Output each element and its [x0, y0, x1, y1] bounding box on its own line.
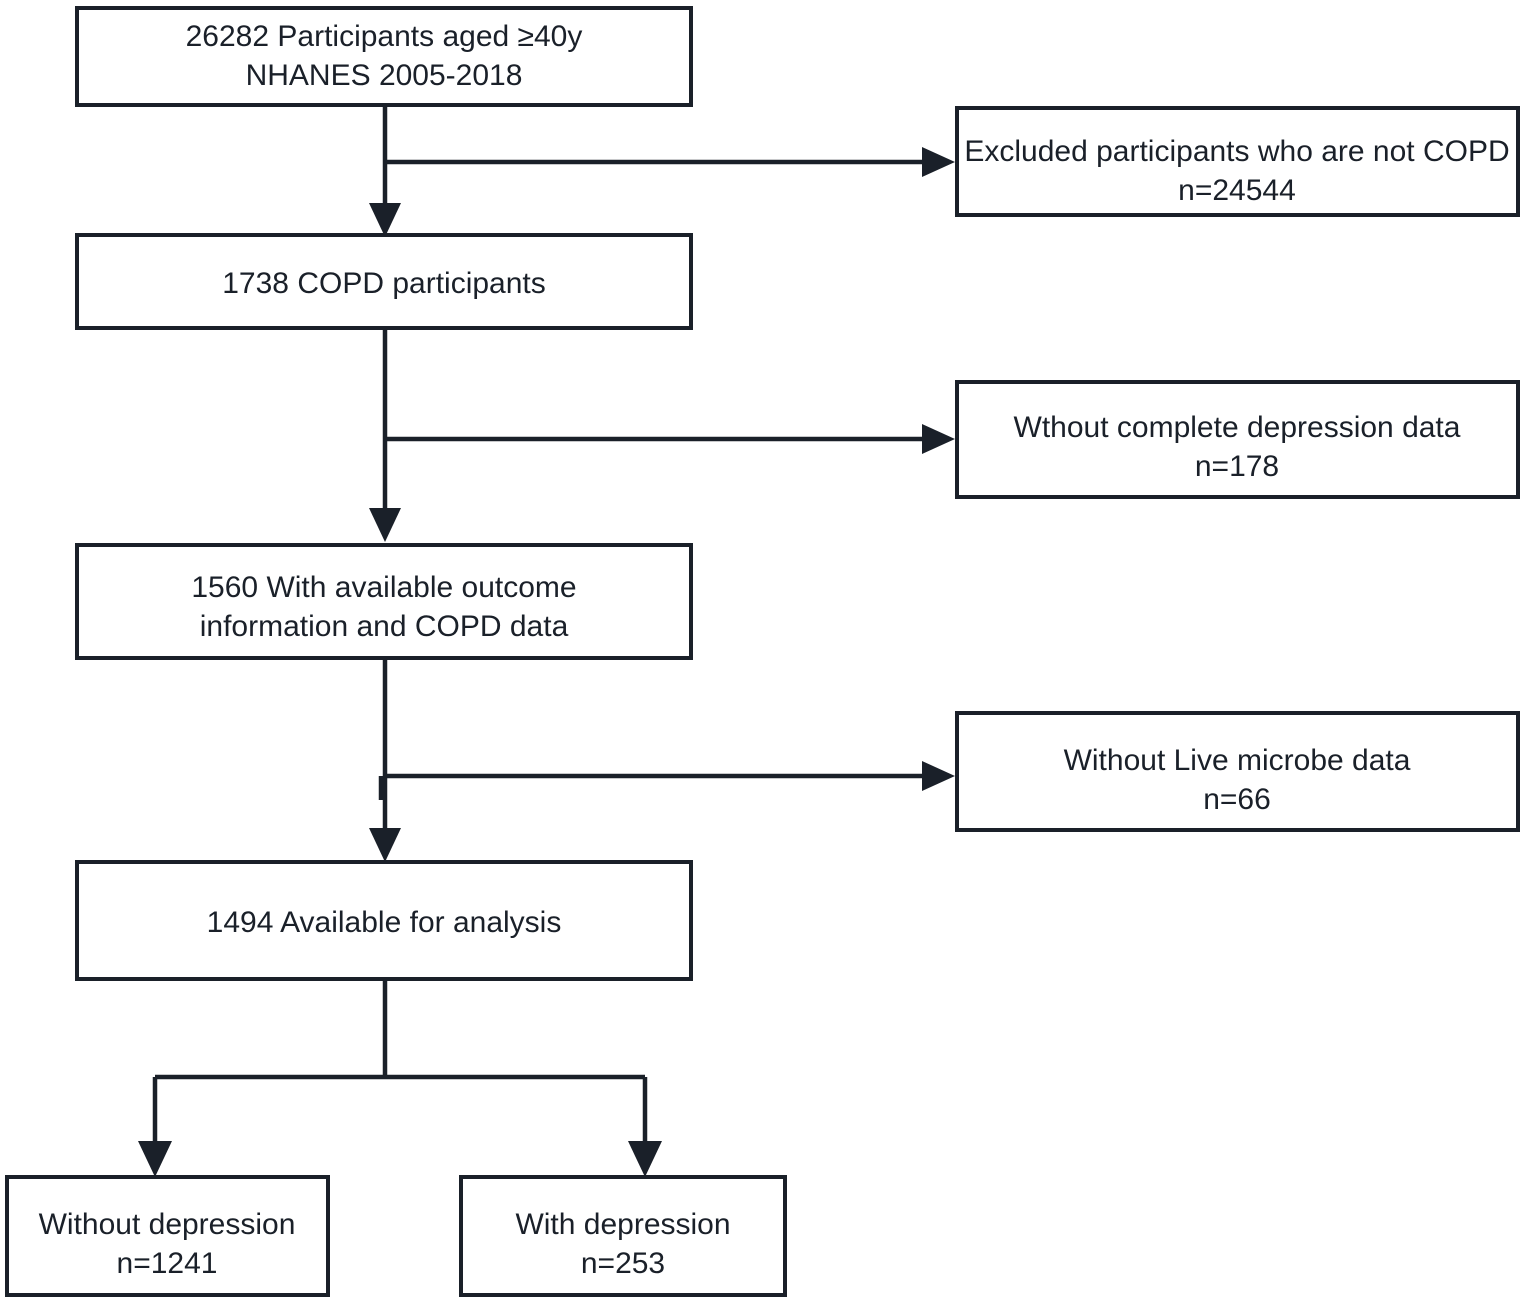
node-label-excl-not-copd-line1: Excluded participants who are not COPD — [964, 135, 1509, 168]
node-label-excl-depression-data-line1: Wthout complete depression data — [1014, 411, 1461, 444]
node-label-analysis: 1494 Available for analysis — [207, 906, 562, 939]
main-node-enrolled: 26282 Participants aged ≥40y NHANES 2005… — [75, 6, 693, 107]
outcome-node-with-depression: With depression n=253 — [459, 1175, 787, 1297]
main-node-copd: 1738 COPD participants — [75, 233, 693, 330]
arrowhead-to-without-depression — [138, 1141, 172, 1177]
node-box-without-depression — [5, 1175, 330, 1297]
arrowhead-enrolled-to-copd — [369, 203, 401, 237]
node-label-with-depression-line1: With depression — [515, 1208, 730, 1241]
node-label-enrolled-line1: 26282 Participants aged ≥40y — [186, 20, 583, 53]
node-box-analysis — [75, 860, 693, 981]
node-box-excl-depression-data — [955, 380, 1520, 499]
node-label-copd: 1738 COPD participants — [222, 267, 546, 300]
exclusion-node-live-microbe: Without Live microbe data n=66 — [955, 711, 1520, 832]
connector-layer — [138, 105, 955, 1177]
outcome-node-without-depression: Without depression n=1241 — [5, 1175, 330, 1297]
node-label-outcome-available-line2: information and COPD data — [200, 610, 569, 643]
arrowhead-branch-depression-data — [922, 424, 955, 454]
exclusion-node-not-copd: Excluded participants who are not COPD n… — [955, 106, 1520, 217]
node-box-excl-live-microbe — [955, 711, 1520, 832]
node-label-excl-live-microbe-line1: Without Live microbe data — [1064, 744, 1411, 777]
node-label-excl-live-microbe-line2: n=66 — [1203, 783, 1271, 816]
arrowhead-outcome-to-analysis — [369, 828, 401, 862]
main-node-outcome-available: 1560 With available outcome information … — [75, 543, 693, 660]
arrowhead-branch-live-microbe — [922, 761, 955, 791]
node-box-with-depression — [459, 1175, 787, 1297]
node-label-without-depression-line1: Without depression — [39, 1208, 296, 1241]
node-label-outcome-available-line1: 1560 With available outcome — [191, 571, 576, 604]
node-box-outcome-available — [75, 543, 693, 660]
node-box-copd — [75, 233, 693, 330]
main-node-analysis: 1494 Available for analysis — [75, 860, 693, 981]
node-box-excl-not-copd — [955, 106, 1520, 217]
node-label-excl-not-copd-line2: n=24544 — [1178, 174, 1296, 207]
node-label-without-depression-line2: n=1241 — [117, 1247, 218, 1280]
arrowhead-branch-not-copd — [922, 147, 955, 177]
arrowhead-copd-to-outcome — [369, 508, 401, 542]
arrowhead-to-with-depression — [628, 1141, 662, 1177]
node-box-enrolled — [75, 6, 693, 107]
node-label-excl-depression-data-line2: n=178 — [1195, 450, 1279, 483]
node-label-enrolled-line2: NHANES 2005-2018 — [246, 59, 523, 92]
exclusion-node-depression-data: Wthout complete depression data n=178 — [955, 380, 1520, 499]
node-label-with-depression-line2: n=253 — [581, 1247, 665, 1280]
